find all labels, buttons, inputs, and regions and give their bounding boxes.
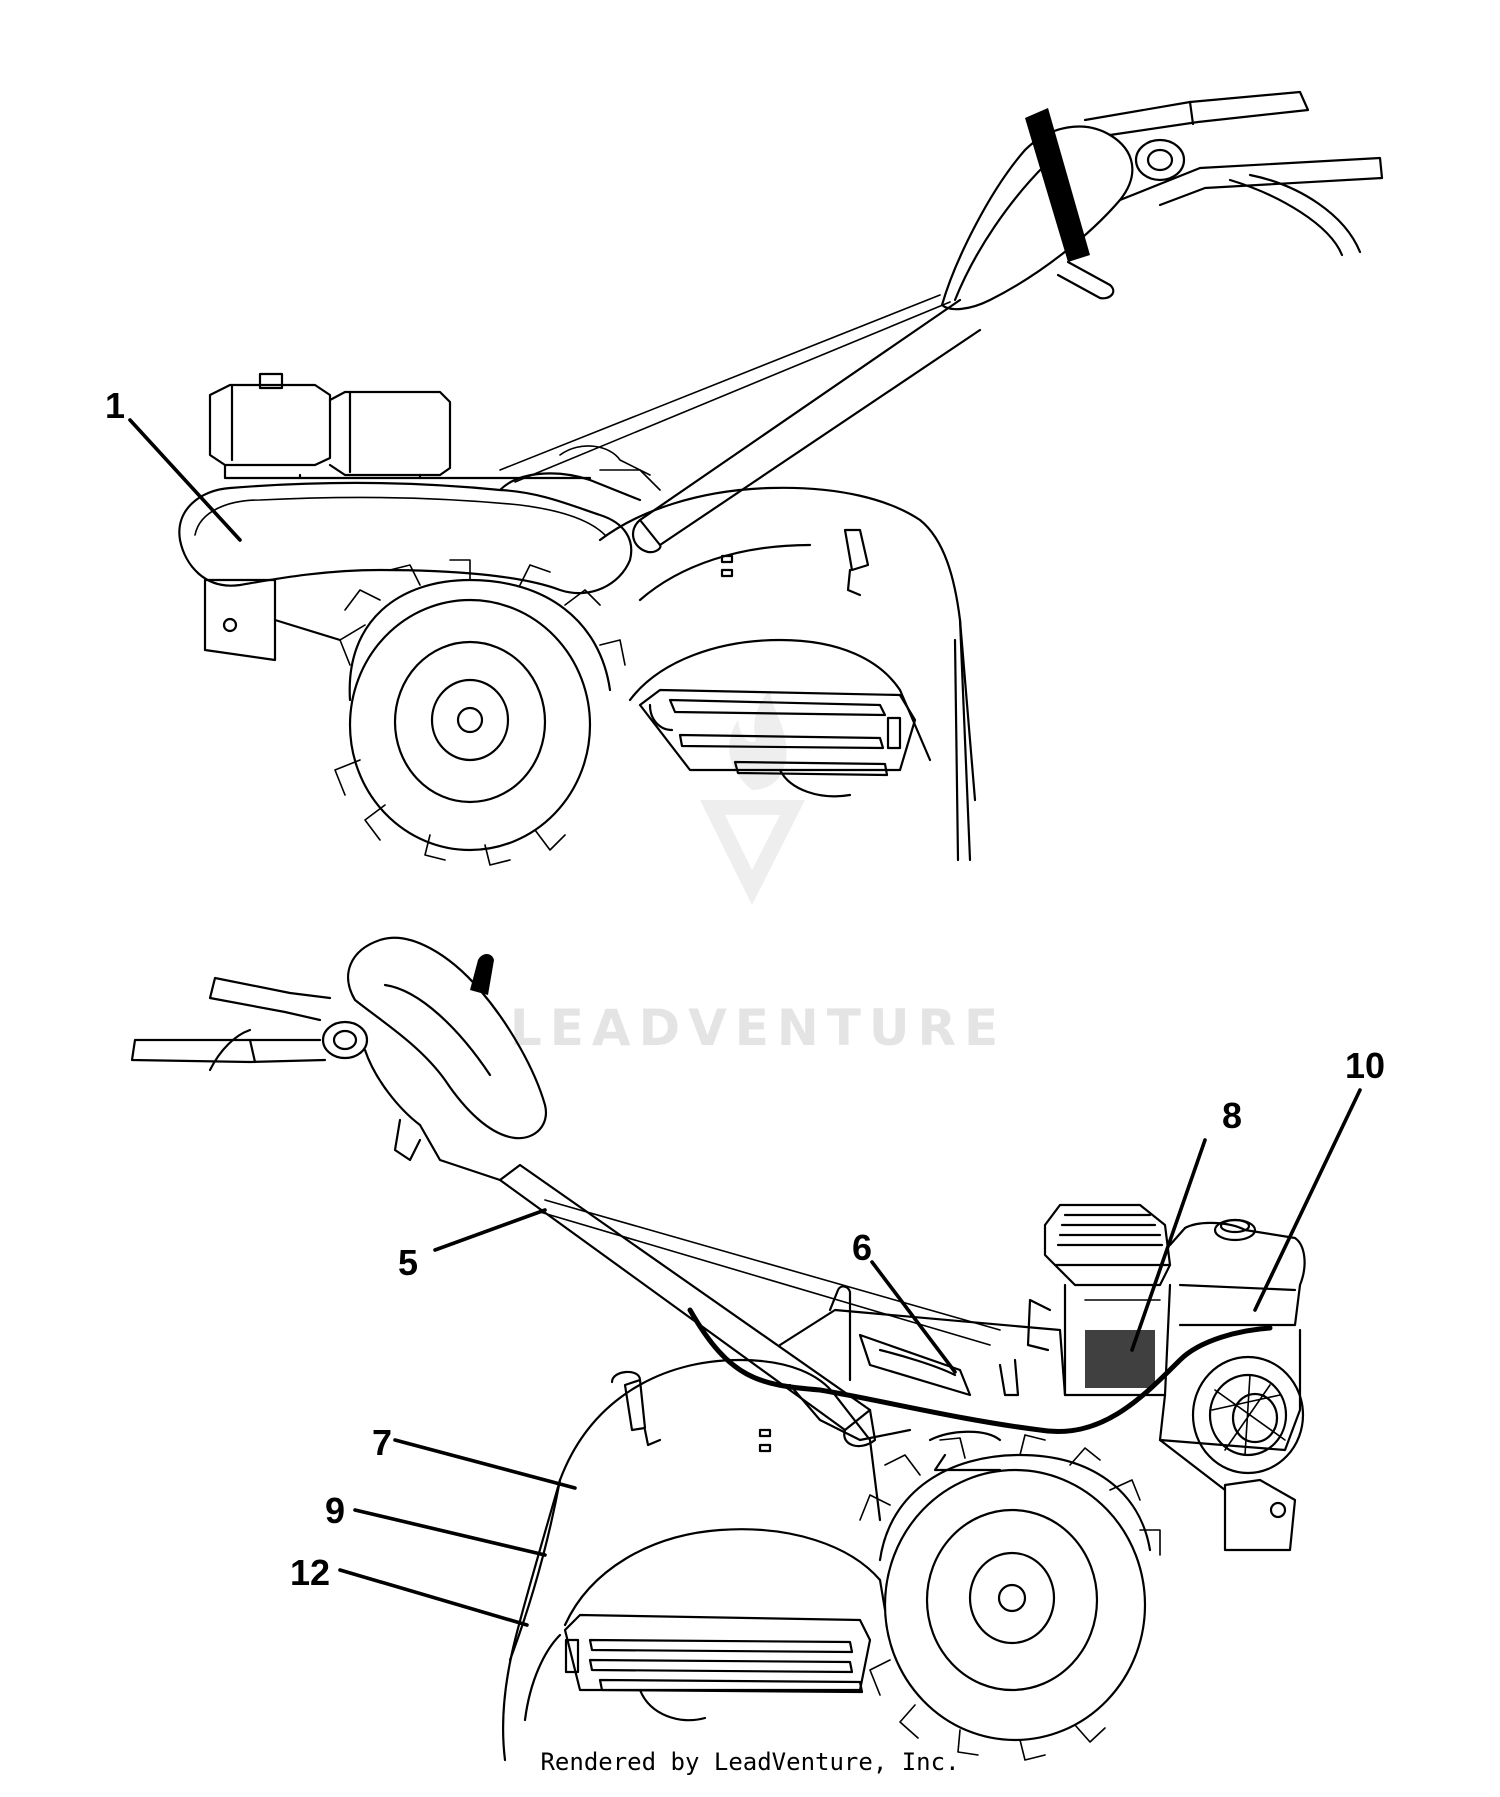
callout-9: 9 bbox=[325, 1490, 345, 1531]
top-tine-hood bbox=[598, 486, 977, 862]
top-fender bbox=[178, 481, 633, 595]
callout-8: 8 bbox=[1222, 1095, 1242, 1136]
watermark-text: LEADVENTURE bbox=[510, 999, 1006, 1057]
callout-1: 1 bbox=[105, 385, 125, 426]
callout-10: 10 bbox=[1345, 1045, 1385, 1086]
callout-5: 5 bbox=[398, 1242, 418, 1283]
v-logo-icon bbox=[700, 800, 805, 905]
leader-lines bbox=[128, 418, 1362, 1627]
leadventure-watermark: LEADVENTURE bbox=[510, 690, 1006, 1057]
top-handlebar bbox=[940, 90, 1384, 311]
leader-7 bbox=[393, 1438, 577, 1490]
leader-10 bbox=[1253, 1088, 1362, 1312]
bottom-tine-hood bbox=[501, 1358, 887, 1762]
top-engine bbox=[208, 372, 592, 480]
footer-credit: Rendered by LeadVenture, Inc. bbox=[540, 1748, 960, 1776]
flame-logo-icon bbox=[729, 690, 787, 790]
callout-labels: 1 5 6 7 8 9 10 12 bbox=[105, 385, 1385, 1593]
top-handle-tube bbox=[638, 298, 982, 547]
bottom-tiller-drawing bbox=[130, 936, 1306, 1762]
bottom-handlebar bbox=[130, 936, 548, 1182]
leader-1 bbox=[128, 418, 242, 542]
callout-7: 7 bbox=[372, 1422, 392, 1463]
leader-8 bbox=[1130, 1138, 1207, 1352]
recoil-starter bbox=[1191, 1355, 1305, 1475]
leader-6 bbox=[870, 1260, 957, 1374]
callout-6: 6 bbox=[852, 1227, 872, 1268]
leader-12 bbox=[338, 1568, 529, 1627]
callout-12: 12 bbox=[290, 1552, 330, 1593]
bottom-wheel bbox=[859, 1430, 1161, 1761]
leader-9 bbox=[353, 1508, 547, 1557]
leader-5 bbox=[433, 1208, 547, 1252]
top-wheel bbox=[334, 559, 626, 866]
top-tiller-drawing bbox=[178, 90, 1384, 866]
